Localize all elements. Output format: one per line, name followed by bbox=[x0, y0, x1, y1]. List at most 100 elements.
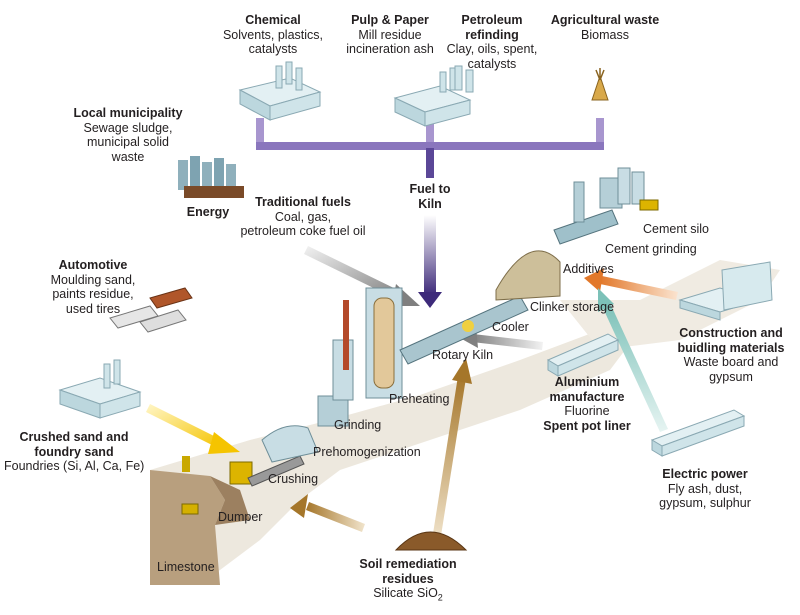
source-desc: gypsum, sulphur bbox=[659, 496, 751, 510]
pulp-paper-plant-icon bbox=[393, 67, 472, 127]
source-pulp-paper: Pulp & Paper Mill residue incineration a… bbox=[335, 13, 445, 57]
source-title: Local municipality bbox=[73, 106, 183, 120]
source-desc: gypsum bbox=[709, 369, 753, 384]
traditional-fuel-arrow bbox=[304, 246, 420, 306]
source-title: buidling materials bbox=[677, 340, 785, 355]
dumper-truck bbox=[181, 503, 199, 515]
source-desc: catalysts bbox=[248, 42, 298, 56]
source-desc: paints residue, bbox=[52, 287, 134, 301]
source-desc: Foundries (Si, Al, Ca, Fe) bbox=[4, 459, 145, 473]
source-title: refinding bbox=[465, 27, 519, 42]
silicate-subscript: 2 bbox=[437, 592, 443, 603]
source-municipality: Local municipality Sewage sludge, munici… bbox=[68, 106, 188, 164]
source-desc: incineration ash bbox=[346, 42, 434, 56]
source-petroleum: Petroleum refinding Clay, oils, spent, c… bbox=[437, 13, 547, 71]
source-title: Electric power bbox=[662, 467, 748, 481]
electric-power-plant-icon bbox=[650, 409, 746, 457]
aluminium-plant-icon bbox=[546, 333, 620, 377]
stage-prehomogenization: Prehomogenization bbox=[313, 445, 421, 459]
source-desc: Sewage sludge, bbox=[83, 120, 173, 135]
construction-arrow bbox=[584, 268, 678, 300]
stage-crushing: Crushing bbox=[268, 472, 319, 486]
fuel-to-kiln-label: Fuel to Kiln bbox=[395, 182, 465, 211]
source-construction: Construction and buidling materials Wast… bbox=[666, 326, 796, 384]
source-soil-remediation: Soil remediation residues Silicate SiO2 bbox=[348, 557, 468, 605]
stage-preheating: Preheating bbox=[389, 392, 450, 406]
source-desc: Mill residue bbox=[358, 27, 422, 42]
cement-mill bbox=[553, 177, 623, 245]
source-title: Aluminium bbox=[554, 375, 620, 389]
source-title: Agricultural waste bbox=[550, 13, 660, 27]
source-desc: Waste board and bbox=[683, 355, 779, 369]
source-electric-power: Electric power Fly ash, dust, gypsum, su… bbox=[640, 467, 770, 511]
preheater-tower bbox=[343, 287, 403, 399]
source-agricultural: Agricultural waste Biomass bbox=[550, 13, 660, 42]
source-title: Traditional fuels bbox=[255, 195, 351, 209]
source-title: Chemical bbox=[245, 13, 301, 27]
crushed-sand-arrow bbox=[146, 404, 240, 454]
source-title: Construction and bbox=[679, 326, 783, 340]
source-title: foundry sand bbox=[34, 444, 114, 459]
soil-to-kiln-arrow bbox=[432, 358, 472, 542]
source-title: Crushed sand and bbox=[19, 430, 129, 444]
source-title: Spent pot liner bbox=[543, 418, 631, 433]
stage-dumper: Dumper bbox=[218, 510, 263, 524]
biomass-icon bbox=[591, 68, 609, 101]
soil-to-dumper-arrow bbox=[290, 494, 365, 532]
source-desc: catalysts bbox=[467, 56, 517, 71]
fuel-collector-lines bbox=[256, 118, 604, 178]
fuel-to-kiln-title: Fuel to bbox=[409, 182, 451, 196]
stage-rotary-kiln: Rotary Kiln bbox=[432, 348, 494, 362]
stage-cooler: Cooler bbox=[492, 320, 529, 334]
source-desc: Solvents, plastics, bbox=[222, 27, 324, 42]
source-desc: Silicate SiO2 bbox=[348, 586, 468, 605]
source-title: Pulp & Paper bbox=[351, 13, 429, 27]
municipality-energy-icon bbox=[178, 156, 244, 198]
source-automotive: Automotive Moulding sand, paints residue… bbox=[38, 258, 148, 316]
source-desc: Clay, oils, spent, bbox=[446, 42, 538, 56]
crusher-machine bbox=[229, 455, 305, 487]
fuel-to-kiln-title: Kiln bbox=[418, 196, 442, 211]
petroleum-plant-icon bbox=[454, 65, 474, 93]
source-desc: Biomass bbox=[581, 27, 629, 42]
soil-pile-icon bbox=[394, 531, 468, 551]
source-title: Energy bbox=[186, 205, 230, 219]
source-desc: used tires bbox=[65, 301, 121, 316]
prehomogenization-shed bbox=[261, 425, 319, 463]
source-desc: Moulding sand, bbox=[50, 272, 136, 287]
stage-grinding: Grinding bbox=[334, 418, 382, 432]
stage-cement-grinding: Cement grinding bbox=[605, 242, 697, 256]
stage-limestone: Limestone bbox=[157, 560, 215, 574]
source-energy: Energy bbox=[178, 205, 238, 220]
rotary-kiln bbox=[399, 295, 529, 365]
source-crushed-sand: Crushed sand and foundry sand Foundries … bbox=[4, 430, 144, 474]
source-title: residues bbox=[382, 571, 434, 586]
source-title: Automotive bbox=[58, 258, 128, 272]
chemical-plant-icon bbox=[238, 61, 322, 121]
source-desc: Fluorine bbox=[564, 404, 610, 418]
source-desc: Coal, gas, bbox=[274, 209, 332, 224]
source-desc: petroleum coke fuel oil bbox=[240, 224, 366, 238]
stage-cement-silo: Cement silo bbox=[643, 222, 709, 236]
source-desc: Fly ash, dust, bbox=[667, 481, 743, 496]
automotive-trucks-icon bbox=[109, 287, 193, 333]
source-traditional-fuels: Traditional fuels Coal, gas, petroleum c… bbox=[228, 195, 378, 239]
source-chemical: Chemical Solvents, plastics, catalysts bbox=[218, 13, 328, 57]
construction-plant-icon bbox=[678, 261, 773, 321]
source-title: Petroleum bbox=[461, 13, 523, 27]
foundry-plant-icon bbox=[58, 359, 142, 419]
source-desc: municipal solid bbox=[87, 135, 169, 149]
source-desc: waste bbox=[111, 149, 145, 164]
limestone-quarry bbox=[150, 456, 250, 585]
electric-power-arrow bbox=[598, 288, 668, 432]
silicate-text: Silicate SiO bbox=[373, 586, 438, 600]
source-title: Soil remediation bbox=[359, 557, 457, 571]
source-title: manufacture bbox=[549, 389, 625, 404]
stage-additives: Additives bbox=[563, 262, 614, 276]
source-aluminium: Aluminium manufacture Fluorine Spent pot… bbox=[532, 375, 642, 433]
fuel-to-kiln-arrow bbox=[418, 215, 442, 308]
cement-silo-structure bbox=[617, 167, 659, 211]
stage-clinker-storage: Clinker storage bbox=[530, 300, 615, 314]
clinker-storage-dome bbox=[495, 250, 561, 301]
